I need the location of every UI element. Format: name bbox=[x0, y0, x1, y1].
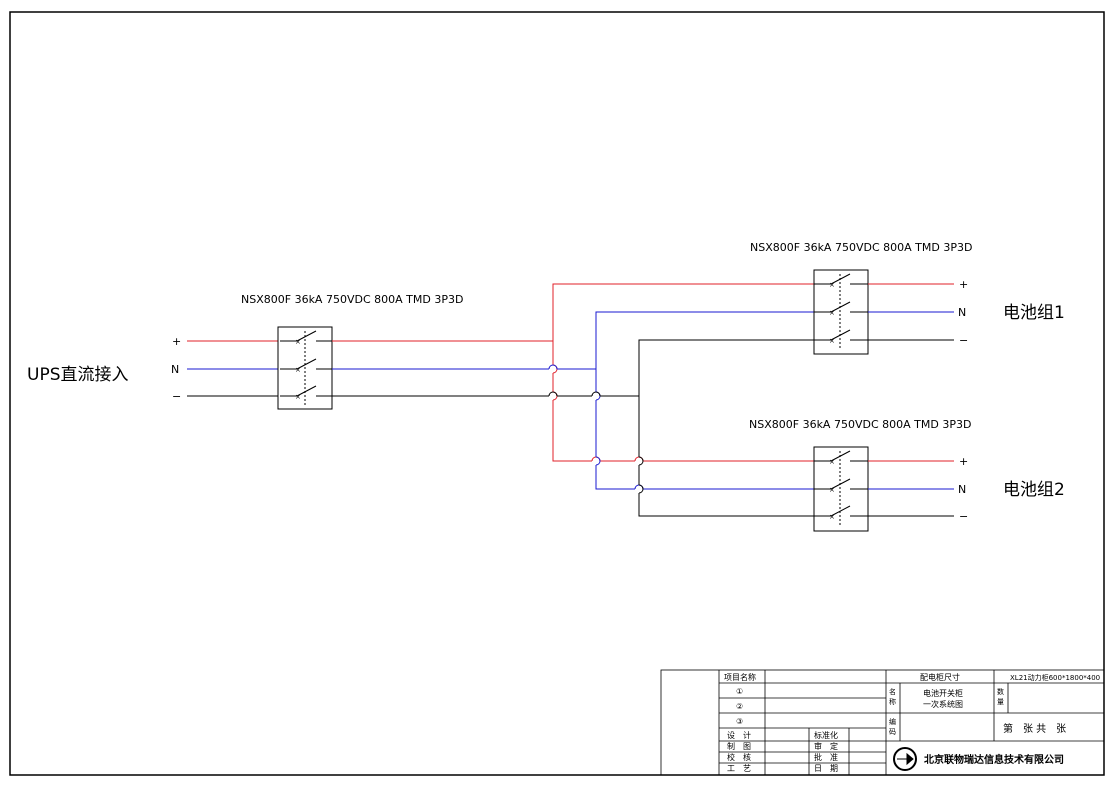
drawing-frame bbox=[9, 11, 1105, 776]
battery-1-label: 电池组1 bbox=[1003, 303, 1065, 323]
output-1-lines bbox=[868, 283, 954, 341]
tb-circled-3: ③ bbox=[736, 717, 743, 726]
bus-plus bbox=[332, 283, 814, 342]
input-pole-minus: − bbox=[172, 390, 181, 403]
tb-craft-label: 工 艺 bbox=[727, 764, 751, 773]
tb-drawing-name-1: 电池开关柜 bbox=[923, 688, 963, 698]
tb-approve-label: 批 准 bbox=[814, 752, 838, 762]
svg-text:×: × bbox=[829, 281, 835, 289]
breaker-main-pole-minus: × bbox=[280, 385, 332, 401]
output-2-lines bbox=[868, 460, 954, 517]
svg-text:×: × bbox=[829, 458, 835, 466]
out2-pole-plus: + bbox=[959, 455, 968, 468]
breaker-main-pole-plus: × bbox=[280, 330, 332, 346]
tb-circled-1: ① bbox=[736, 687, 743, 696]
tb-code-label-2: 码 bbox=[889, 728, 896, 736]
breaker-2: × × × bbox=[813, 446, 869, 532]
tb-company: 北京联物瑞达信息技术有限公司 bbox=[924, 753, 1064, 766]
tb-sheet-text: 第 张 共 张 bbox=[1003, 722, 1066, 735]
battery-2-label: 电池组2 bbox=[1003, 480, 1065, 500]
svg-text:×: × bbox=[295, 393, 301, 401]
breaker-1-label: NSX800F 36kA 750VDC 800A TMD 3P3D bbox=[750, 241, 972, 254]
tb-date-label: 日 期 bbox=[814, 764, 838, 773]
out1-pole-plus: + bbox=[959, 278, 968, 291]
input-lines bbox=[187, 340, 280, 397]
breaker-main: × × × bbox=[277, 326, 333, 410]
tb-cabinet-size-label: 配电柜尺寸 bbox=[920, 672, 960, 682]
tb-design-label: 设 计 bbox=[727, 730, 751, 740]
tb-review-label: 审 定 bbox=[814, 741, 838, 751]
out2-pole-minus: − bbox=[959, 510, 968, 523]
tb-standard-label: 标准化 bbox=[814, 730, 838, 740]
svg-text:×: × bbox=[829, 309, 835, 317]
svg-text:×: × bbox=[829, 337, 835, 345]
company-logo-icon bbox=[893, 747, 917, 771]
bus-minus bbox=[638, 339, 814, 396]
tb-name-label-1: 名 bbox=[889, 687, 896, 696]
out1-pole-n: N bbox=[958, 306, 966, 319]
svg-text:×: × bbox=[295, 338, 301, 346]
title-block bbox=[660, 669, 1105, 776]
tb-project-name-label: 项目名称 bbox=[724, 672, 756, 682]
out1-pole-minus: − bbox=[959, 334, 968, 347]
tb-qty-label-1: 数 bbox=[997, 687, 1004, 696]
tb-code-label-1: 编 bbox=[889, 717, 896, 726]
tb-draw-label: 制 图 bbox=[727, 741, 751, 751]
out2-pole-n: N bbox=[958, 483, 966, 496]
tb-circled-2: ② bbox=[736, 702, 743, 711]
tb-check-label: 校 核 bbox=[727, 752, 751, 762]
bus-wiring bbox=[332, 283, 814, 517]
svg-text:×: × bbox=[295, 366, 301, 374]
breaker-2-label: NSX800F 36kA 750VDC 800A TMD 3P3D bbox=[749, 418, 971, 431]
svg-text:×: × bbox=[829, 486, 835, 494]
tb-name-label-2: 称 bbox=[889, 697, 896, 706]
svg-text:×: × bbox=[829, 513, 835, 521]
source-label: UPS直流接入 bbox=[27, 365, 129, 385]
input-pole-plus: + bbox=[172, 335, 181, 348]
tb-cabinet-size-value: XL21动力柜600*1800*400 bbox=[1010, 673, 1100, 682]
tb-qty-label-2: 量 bbox=[997, 698, 1004, 706]
breaker-main-pole-n: × bbox=[280, 358, 332, 374]
breaker-main-label: NSX800F 36kA 750VDC 800A TMD 3P3D bbox=[241, 293, 463, 306]
bus-n bbox=[595, 311, 814, 369]
breaker-1: × × × bbox=[813, 269, 869, 355]
input-pole-n: N bbox=[171, 363, 179, 376]
tb-drawing-name-2: 一次系统图 bbox=[923, 699, 963, 709]
